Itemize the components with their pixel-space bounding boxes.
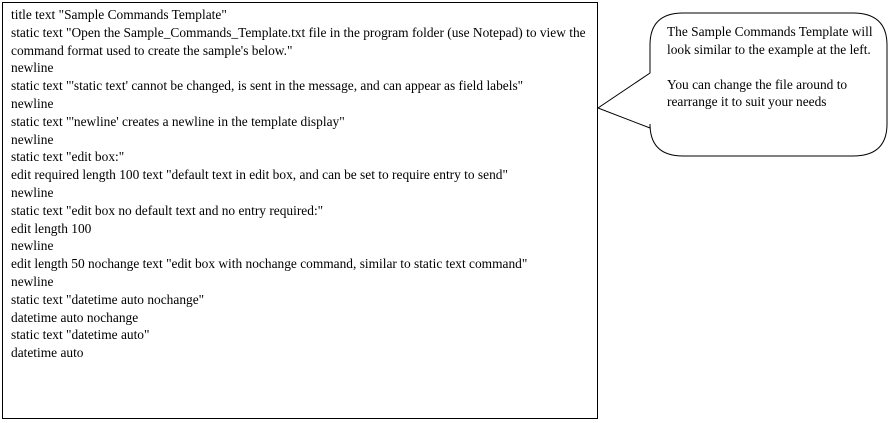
template-line-datetime-nochange: datetime auto nochange <box>11 309 139 325</box>
template-line-newline: newline <box>11 60 54 76</box>
template-text-box: title text "Sample Commands Template" st… <box>2 2 598 419</box>
template-line-newline-note: static text "'newline' creates a newline… <box>11 113 345 129</box>
template-line-edit-required: edit required length 100 text "default t… <box>11 167 508 183</box>
callout-bubble-shape <box>596 12 888 157</box>
template-line-newline: newline <box>11 273 54 289</box>
template-line-newline: newline <box>11 238 54 254</box>
template-line-edit-box-label: static text "edit box:" <box>11 149 125 165</box>
template-line-edit-nochange: edit length 50 nochange text "edit box w… <box>11 256 528 272</box>
template-line-edit-length: edit length 100 <box>11 220 92 236</box>
template-line-datetime-auto: datetime auto <box>11 345 84 361</box>
callout-text: The Sample Commands Template will look s… <box>667 23 877 147</box>
template-line-datetime-auto-label: static text "datetime auto" <box>11 327 150 343</box>
template-line-newline: newline <box>11 184 54 200</box>
callout-paragraph-2: You can change the file around to rearra… <box>667 76 848 110</box>
template-line-newline: newline <box>11 95 54 111</box>
template-line-newline: newline <box>11 131 54 147</box>
template-line-datetime-nochange-label: static text "datetime auto nochange" <box>11 291 205 307</box>
template-line-title: title text "Sample Commands Template" <box>11 7 227 22</box>
template-line-edit-no-default-label: static text "edit box no default text an… <box>11 202 324 218</box>
template-line-open-file: static text "Open the Sample_Commands_Te… <box>11 24 586 58</box>
callout-spacer <box>667 58 877 76</box>
template-line-static-text-note: static text "'static text' cannot be cha… <box>11 78 524 94</box>
callout-paragraph-1: The Sample Commands Template will look s… <box>667 24 873 57</box>
